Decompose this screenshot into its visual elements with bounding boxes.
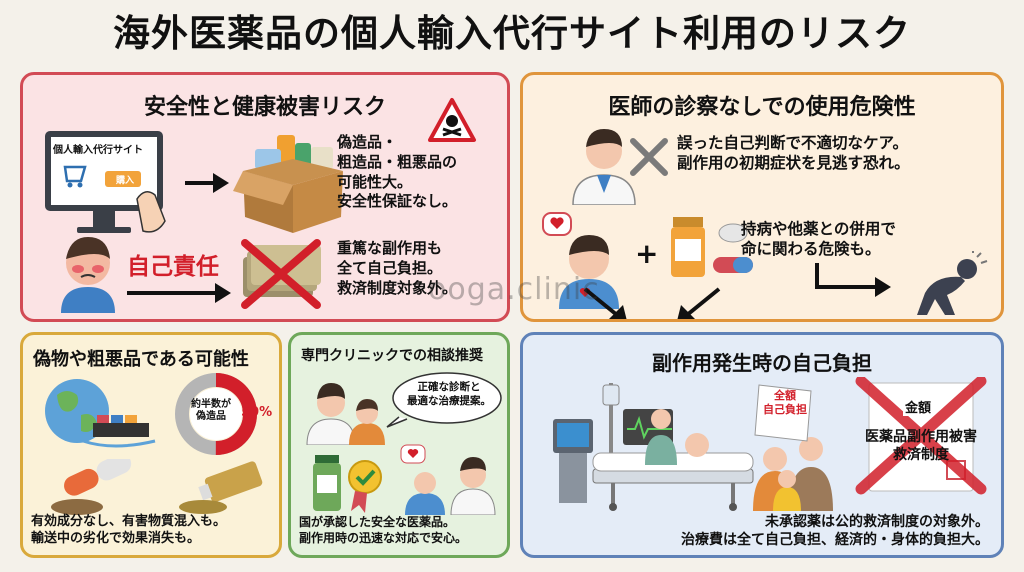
burden-heading: 副作用発生時の自己負担 xyxy=(652,351,872,375)
counterfeit-heading: 偽物や粗悪品である可能性 xyxy=(33,349,249,370)
relief-document xyxy=(851,375,991,497)
counterfeit-bottom-text: 有効成分なし、有害物質混入も。 輸送中の劣化で効果消失も。 xyxy=(31,514,227,547)
speech-bubble-text: 正確な診断と 最適な治療提案。 xyxy=(407,381,491,407)
spilled-capsule-illustration xyxy=(43,453,153,517)
safety-heading: 安全性と健康被害リスク xyxy=(143,95,386,120)
counterfeit-panel: 偽物や粗悪品である可能性 約半数が 偽造品 50% xyxy=(20,332,282,558)
counterfeit-donut-chart xyxy=(173,371,259,457)
hospital-bed-illustration xyxy=(553,379,833,511)
burden-bottom-text: 未承認薬は公的救済制度の対象外。 治療費は全て自己負担、経済的・身体的負担大。 xyxy=(681,514,989,549)
clinic-heading: 専門クリニックでの相談推奨 xyxy=(301,348,483,364)
side-effect-text: 重篤な副作用も 全て自己負担。 救済制度対象外。 xyxy=(337,239,458,297)
doctor-patient-illustration xyxy=(395,441,505,516)
speech-bubble xyxy=(385,371,503,429)
site-label: 個人輸入代行サイト xyxy=(53,145,143,156)
globe-ship-illustration xyxy=(37,375,157,455)
collapsed-person-illustration xyxy=(903,251,989,317)
donut-percent: 50% xyxy=(241,405,273,420)
doctor-panel: 医師の診察なしでの使用危険性 誤った自己判断で不適切なケア。 副作用の初期症状を… xyxy=(520,72,1004,322)
page-title: 海外医薬品の個人輸入代行サイト利用のリスク xyxy=(113,12,911,55)
doctor-illustration xyxy=(569,123,639,206)
monitor-illustration xyxy=(41,127,171,247)
counterfeit-text: 偽造品・ 粗造品・粗悪品の 可能性大。 安全性保証なし。 xyxy=(337,133,458,211)
skull-warning-icon xyxy=(427,97,477,143)
relief-system-text: 医薬品副作用被害 救済制度 xyxy=(865,429,977,463)
safety-panel: 安全性と健康被害リスク 個人輸入代行サイト 購入 xyxy=(20,72,510,322)
buy-button: 購入 xyxy=(115,176,134,186)
plus-icon: + xyxy=(635,237,659,270)
money-crossed-icon xyxy=(235,239,325,309)
clinic-bottom-text: 国が承認した安全な医薬品。 副作用時の迅速な対応で安心。 xyxy=(299,515,468,545)
sick-person-illustration xyxy=(53,233,123,313)
bent-arrow xyxy=(813,261,893,301)
burden-panel: 副作用発生時の自己負担 全額 自己 xyxy=(520,332,1004,558)
doctor-heading: 医師の診察なしでの使用危険性 xyxy=(608,95,916,120)
diagonal-arrow-left xyxy=(581,285,631,319)
self-responsibility-label: 自己責任 xyxy=(127,254,219,280)
clinic-panel: 専門クリニックでの相談推奨 正確な診断と 最適な治療提案。 xyxy=(288,332,510,558)
medicine-box-illustration xyxy=(233,129,353,239)
watermark: ooga.clinic xyxy=(428,272,600,307)
approved-medicine-illustration xyxy=(309,451,389,515)
cross-icon xyxy=(627,135,671,179)
interaction-text: 持病や他薬との併用で 命に関わる危険も。 xyxy=(741,220,896,259)
arrow-right xyxy=(127,283,231,303)
medicine-bottle-illustration xyxy=(663,211,763,291)
arrow-right xyxy=(185,173,229,193)
bill-paper xyxy=(753,381,817,443)
consultation-illustration xyxy=(305,369,385,446)
bill-text: 全額 自己負担 xyxy=(763,389,807,416)
leaking-bottle-illustration xyxy=(173,459,273,517)
diagonal-arrow-right xyxy=(673,285,723,319)
donut-label: 約半数が 偽造品 xyxy=(191,399,231,422)
misjudge-text: 誤った自己判断で不適切なケア。 副作用の初期症状を見逃す恐れ。 xyxy=(677,134,910,173)
document-amount-label: 金額 xyxy=(903,397,934,416)
